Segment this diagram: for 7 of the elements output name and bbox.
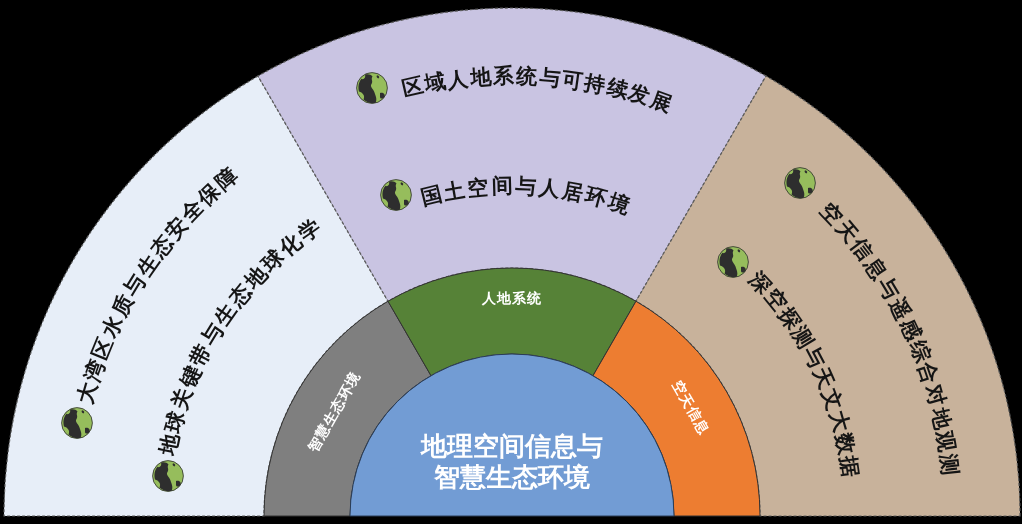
segment-label: 空天信息: [669, 378, 714, 439]
topic-label: 深空探测与天文大数据: [744, 266, 863, 481]
segment-label: 智慧生态环境: [304, 368, 364, 455]
center-label: 地理空间信息与智慧生态环境: [419, 431, 604, 493]
segment-label: 人地系统: [482, 289, 542, 307]
topic-label: 国土空间与人居环境: [418, 173, 635, 220]
topic-label: 区域人地系统与可持续发展: [400, 63, 677, 118]
